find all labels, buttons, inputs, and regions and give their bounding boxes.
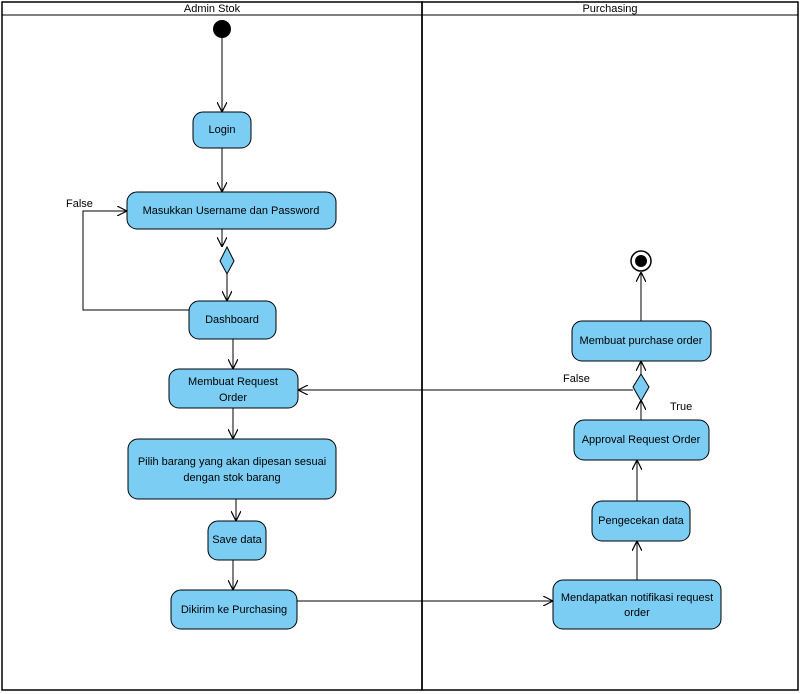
guard-false-login: False	[66, 198, 93, 210]
action-membuat-po-label: Membuat purchase order	[580, 335, 703, 347]
action-mendapatkan-label-line2: order	[624, 607, 650, 619]
action-membuat-request-label-line2: Order	[219, 392, 247, 404]
action-membuat-request-label-line1: Membuat Request	[188, 376, 278, 388]
action-membuat-request-order: Membuat Request Order	[168, 368, 299, 409]
action-pilih-barang-label-line1: Pilih barang yang akan dipesan sesuai	[138, 456, 326, 468]
flow-dashboard-false-loop	[82, 211, 189, 311]
initial-node	[213, 20, 231, 38]
action-pengecekan-data: Pengecekan data	[591, 500, 691, 542]
guard-false-approval: False	[563, 373, 590, 385]
action-approval-request-order: Approval Request Order	[573, 419, 710, 461]
action-login-label: Login	[209, 124, 236, 136]
action-membuat-purchase-order: Membuat purchase order	[571, 320, 712, 362]
action-approval-label: Approval Request Order	[582, 434, 701, 446]
action-dikirim-label: Dikirim ke Purchasing	[181, 604, 287, 616]
action-mendapatkan-notifikasi: Mendapatkan notifikasi request order	[552, 579, 722, 630]
action-save-data: Save data	[207, 520, 267, 561]
lane-title-purchasing: Purchasing	[582, 3, 637, 15]
action-dashboard-label: Dashboard	[205, 314, 259, 326]
action-mendapatkan-label-line1: Mendapatkan notifikasi request	[561, 592, 713, 604]
action-pilih-barang: Pilih barang yang akan dipesan sesuai de…	[127, 438, 337, 500]
flows	[82, 38, 641, 601]
action-dashboard: Dashboard	[188, 300, 277, 340]
lane-title-admin-stok: Admin Stok	[184, 3, 241, 15]
action-masukkan-username-password: Masukkan Username dan Password	[126, 191, 337, 230]
action-pengecekan-label: Pengecekan data	[598, 515, 685, 527]
decision-approval-diamond	[632, 373, 650, 403]
decision-login-diamond	[219, 245, 235, 276]
action-save-data-label: Save data	[212, 534, 262, 546]
final-node	[630, 250, 652, 272]
action-pilih-barang-label-line2: dengan stok barang	[183, 472, 280, 484]
guard-true-approval: True	[670, 401, 692, 413]
action-login: Login	[192, 111, 252, 149]
swimlane-purchasing: Purchasing	[421, 1, 799, 691]
action-masukkan-label: Masukkan Username dan Password	[143, 205, 320, 217]
action-dikirim-ke-purchasing: Dikirim ke Purchasing	[170, 589, 298, 630]
swimlane-admin-stok: Admin Stok	[1, 1, 423, 691]
